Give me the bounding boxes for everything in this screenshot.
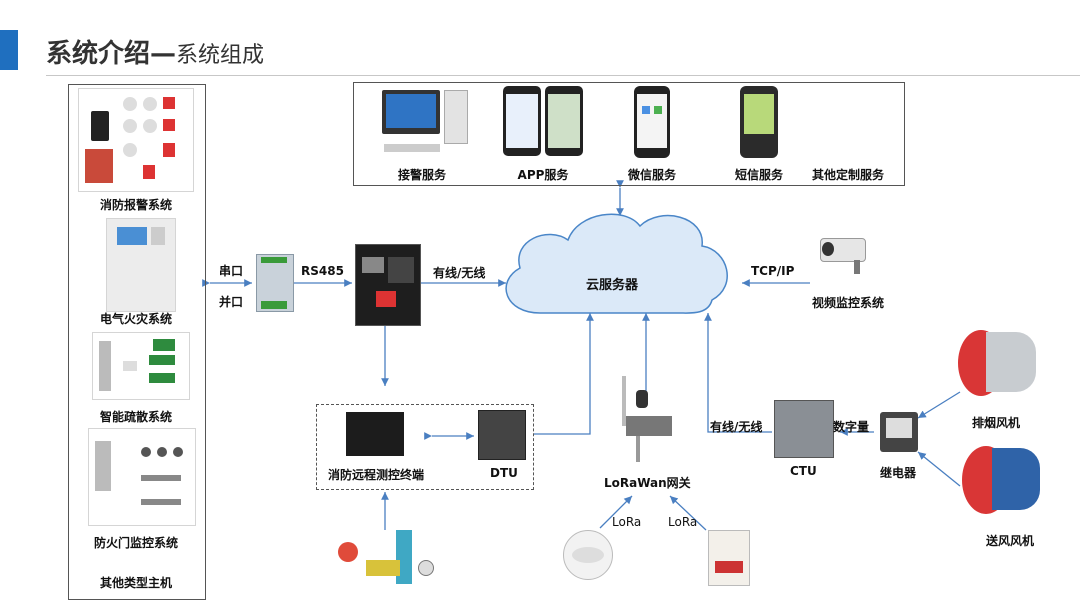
video-monitoring-label: 视频监控系统	[812, 296, 885, 310]
services-panel	[353, 82, 905, 186]
left-systems-panel	[68, 84, 206, 600]
supply-fan-image	[962, 446, 1042, 516]
cloud-server-label: 云服务器	[586, 278, 639, 293]
serial-port-label: 串口	[219, 264, 244, 278]
remote-terminal-label: 消防远程测控终端	[328, 468, 425, 482]
other-hosts-label: 其他类型主机	[99, 576, 172, 590]
alarm-desktop-image	[382, 90, 468, 158]
ctu-label: CTU	[790, 464, 817, 478]
electrical-fire-system-label: 电气火灾系统	[99, 312, 172, 326]
terminal-group-box	[316, 404, 534, 490]
water-valve-assembly-image	[336, 530, 436, 604]
evacuation-devices-image	[92, 332, 190, 400]
supply-fan-label: 送风风机	[986, 534, 1035, 548]
gas-detector-image	[708, 530, 750, 586]
smoke-exhaust-fan-image	[958, 330, 1038, 398]
title-divider	[46, 75, 1080, 76]
lorawan-gateway-image	[616, 376, 686, 470]
lorawan-gateway-label: LoRaWan网关	[604, 476, 691, 490]
sms-phone-image	[740, 86, 778, 158]
security-camera-image	[820, 232, 876, 278]
fire-alarm-devices-image	[78, 88, 194, 192]
dtu-label: DTU	[490, 466, 518, 480]
page-subtitle: 系统组成	[176, 43, 265, 68]
relay-image	[880, 412, 918, 452]
evacuation-system-label: 智能疏散系统	[99, 410, 172, 424]
lora-label-1: LoRa	[612, 515, 642, 529]
cloud-shape	[505, 213, 728, 314]
digital-signal-label: 数字量	[833, 420, 870, 434]
rs485-label: RS485	[301, 264, 344, 278]
page-title: 系统介绍—系统组成	[46, 39, 265, 69]
relay-label: 继电器	[880, 466, 917, 480]
smoke-exhaust-fan-label: 排烟风机	[972, 416, 1021, 430]
lora-label-2: LoRa	[668, 515, 698, 529]
fire-door-system-label: 防火门监控系统	[93, 536, 178, 550]
service-custom-label: 其他定制服务	[811, 168, 884, 182]
service-wechat-label: 微信服务	[627, 168, 676, 182]
remote-terminal-image	[346, 412, 404, 456]
wechat-phone-image	[634, 86, 670, 158]
app-phones-image	[503, 86, 583, 156]
service-sms-label: 短信服务	[734, 168, 783, 182]
fire-door-devices-image	[88, 428, 196, 526]
user-info-device-image	[355, 244, 421, 326]
fire-alarm-system-label: 消防报警系统	[99, 198, 172, 212]
protocol-converter-image	[256, 254, 294, 312]
tcpip-label: TCP/IP	[751, 264, 795, 278]
parallel-port-label: 并口	[219, 295, 244, 309]
smoke-detector-image	[563, 530, 613, 580]
service-alarm-label: 接警服务	[397, 168, 446, 182]
title-accent-bar	[0, 30, 18, 70]
wired-wireless-label-2: 有线/无线	[710, 420, 763, 434]
wired-wireless-label-1: 有线/无线	[433, 266, 486, 280]
ctu-device-image	[774, 400, 834, 458]
dtu-device-image	[478, 410, 526, 460]
service-app-label: APP服务	[517, 168, 569, 182]
electrical-fire-panel-image	[106, 218, 176, 312]
